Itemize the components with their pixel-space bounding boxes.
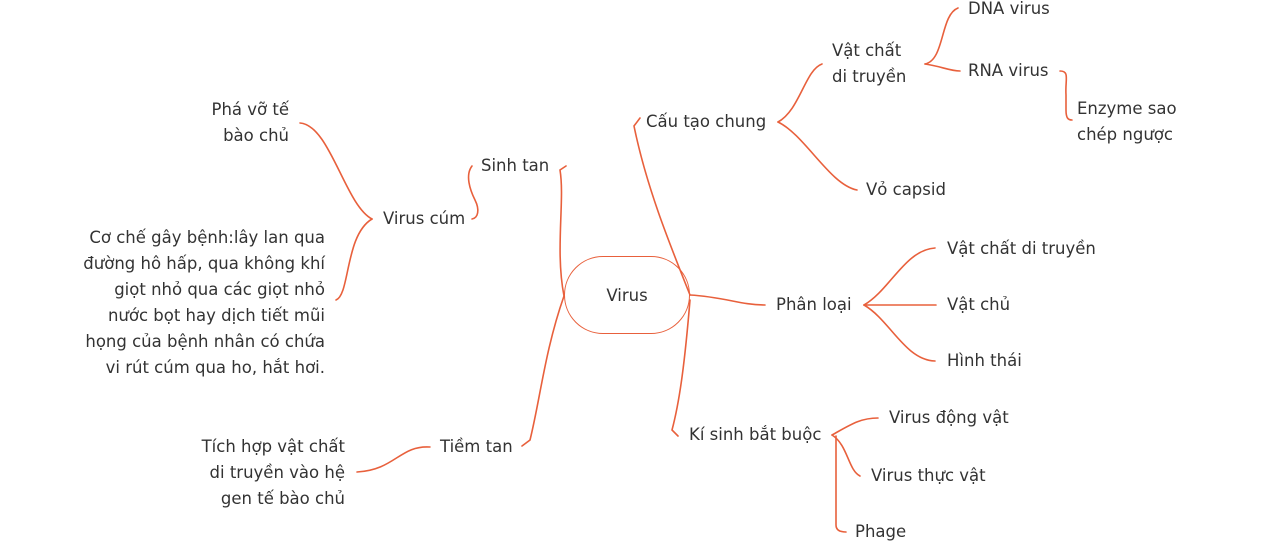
node-vat-chat-di-truyen[interactable]: Vật chất di truyền	[832, 41, 907, 86]
node-pl-vat-chat-di-truyen[interactable]: Vật chất di truyền	[947, 239, 1096, 258]
edge-vat-chat-rna	[924, 63, 961, 72]
edge-cau-tao-vo-capsid	[777, 121, 858, 191]
node-pl-hinh-thai[interactable]: Hình thái	[947, 351, 1022, 370]
node-virus-cum[interactable]: Virus cúm	[383, 209, 466, 228]
edge-phan-loai-vat-chat	[863, 247, 936, 306]
central-node-virus[interactable]: Virus	[564, 256, 690, 334]
edge-virus-sinh-tan	[559, 165, 567, 297]
edge-sinh-tan-virus-cum	[467, 165, 479, 220]
node-rna-virus[interactable]: RNA virus	[968, 61, 1049, 80]
node-tiem-tan[interactable]: Tiềm tan	[440, 437, 513, 456]
node-tich-hop-vat-chat[interactable]: Tích hợp vật chất di truyền vào hệ gen t…	[201, 437, 345, 508]
node-pl-vat-chu[interactable]: Vật chủ	[947, 295, 1011, 314]
node-sinh-tan[interactable]: Sinh tan	[481, 156, 550, 175]
node-ki-sinh-bat-buoc[interactable]: Kí sinh bắt buộc	[689, 425, 822, 444]
node-virus-dong-vat[interactable]: Virus động vật	[889, 408, 1009, 427]
central-node-label: Virus	[606, 285, 648, 305]
edge-virus-cum-co-che	[335, 218, 373, 301]
edge-tiem-tan-tich-hop	[356, 446, 431, 473]
node-dna-virus[interactable]: DNA virus	[968, 0, 1050, 18]
node-phage[interactable]: Phage	[855, 522, 907, 541]
edge-virus-phan-loai	[689, 294, 766, 306]
node-pha-vo-te-bao-chu[interactable]: Phá vỡ tế bào chủ	[211, 100, 290, 145]
node-co-che-gay-benh[interactable]: Cơ chế gây bệnh:lây lan qua đường hô hấp…	[83, 228, 325, 377]
edge-rna-enzyme	[1059, 70, 1073, 121]
edge-virus-ki-sinh	[671, 299, 691, 437]
edge-phan-loai-hinh-thai	[863, 304, 936, 362]
node-cau-tao-chung[interactable]: Cấu tạo chung	[646, 112, 767, 131]
node-virus-thuc-vat[interactable]: Virus thực vật	[871, 466, 986, 485]
node-enzyme-sao-chep-nguoc[interactable]: Enzyme sao chép ngược	[1077, 99, 1177, 144]
node-vo-capsid[interactable]: Vỏ capsid	[866, 180, 946, 199]
edge-vat-chat-dna	[924, 7, 959, 65]
edge-ki-sinh-dong-vat	[831, 417, 879, 436]
edge-cau-tao-vat-chat	[777, 63, 823, 123]
edge-virus-cum-pha-vo	[299, 122, 373, 220]
edge-ki-sinh-phage	[835, 435, 847, 533]
edge-virus-tiem-tan	[521, 295, 565, 447]
node-phan-loai[interactable]: Phân loại	[776, 295, 852, 314]
